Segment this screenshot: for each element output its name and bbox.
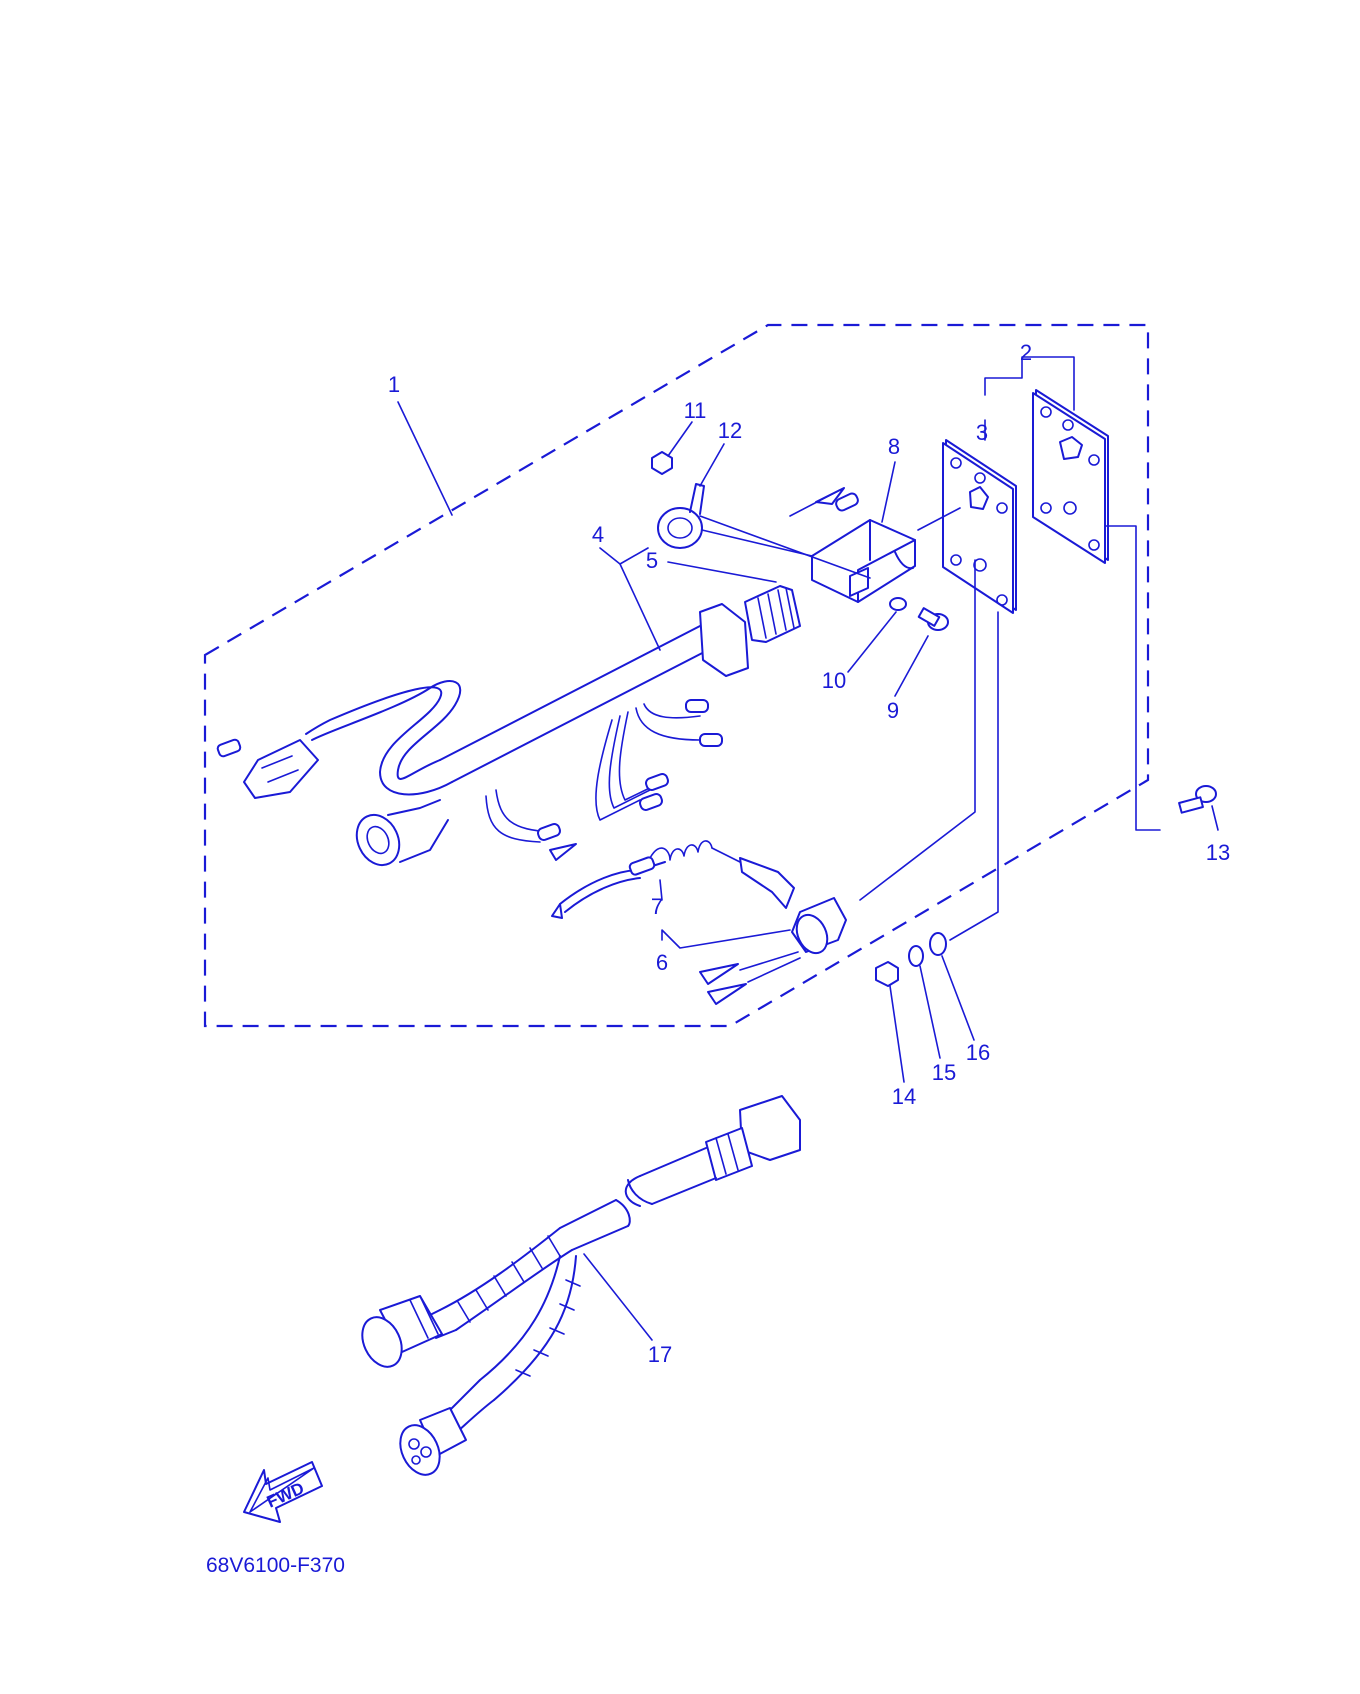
switch-6	[699, 897, 847, 1005]
leader-13	[1211, 805, 1219, 831]
pin-arrows	[789, 487, 859, 517]
leader-11	[667, 421, 693, 457]
callout-2: 2	[1020, 340, 1032, 365]
leader-14	[889, 985, 905, 1083]
callout-11: 11	[684, 398, 707, 423]
callout-6: 6	[656, 950, 668, 975]
clamp-12	[657, 483, 871, 579]
callout-numbers: 1 2 3 4 5 6 7 8 9 10 11 12 13 14 15 16 1…	[388, 340, 1230, 1367]
callout-7: 7	[651, 894, 663, 919]
leader-17	[583, 1253, 653, 1341]
callout-3: 3	[976, 420, 988, 445]
leader-16	[941, 955, 975, 1041]
leader-2	[984, 356, 1075, 411]
callout-9: 9	[887, 698, 899, 723]
callout-14: 14	[892, 1084, 916, 1109]
screw-13	[1178, 785, 1217, 814]
nut-14	[875, 961, 899, 987]
bolt-9	[917, 607, 949, 631]
callout-17: 17	[648, 1342, 672, 1367]
lock-washer-15	[908, 945, 924, 967]
wire-harness-4	[216, 585, 801, 867]
callout-16: 16	[966, 1040, 990, 1065]
bracket-8	[811, 519, 916, 603]
nut-11	[651, 451, 673, 475]
leader-7	[659, 879, 663, 901]
leader-15	[919, 965, 941, 1059]
extension-harness-17	[361, 1095, 801, 1476]
leader-10	[847, 611, 897, 673]
lanyard-7	[551, 840, 795, 919]
callout-1: 1	[388, 372, 400, 397]
callout-10: 10	[822, 668, 846, 693]
leader-5	[667, 561, 777, 583]
callout-12: 12	[718, 418, 742, 443]
callout-4: 4	[592, 522, 604, 547]
washer-10	[889, 597, 907, 611]
assembly-boundary-1	[203, 323, 1150, 1028]
drawing-code: 68V6100-F370	[206, 1554, 345, 1577]
plate-2	[1032, 389, 1109, 564]
callout-8: 8	[888, 434, 900, 459]
leader-6	[661, 929, 791, 949]
callout-13: 13	[1206, 840, 1230, 865]
washer-16	[929, 932, 947, 956]
fwd-arrow-icon: FWD	[243, 1461, 323, 1523]
leader-9	[894, 635, 929, 697]
callout-5: 5	[646, 548, 658, 573]
callout-15: 15	[932, 1060, 956, 1085]
reference-lines	[859, 507, 1161, 941]
leader-12	[699, 443, 725, 487]
leader-1	[397, 401, 453, 516]
fwd-label: FWD	[264, 1479, 307, 1512]
callout-leaders	[397, 356, 1219, 1341]
plate-3	[942, 439, 1017, 614]
leader-4b	[619, 547, 649, 565]
leader-8	[881, 461, 896, 523]
